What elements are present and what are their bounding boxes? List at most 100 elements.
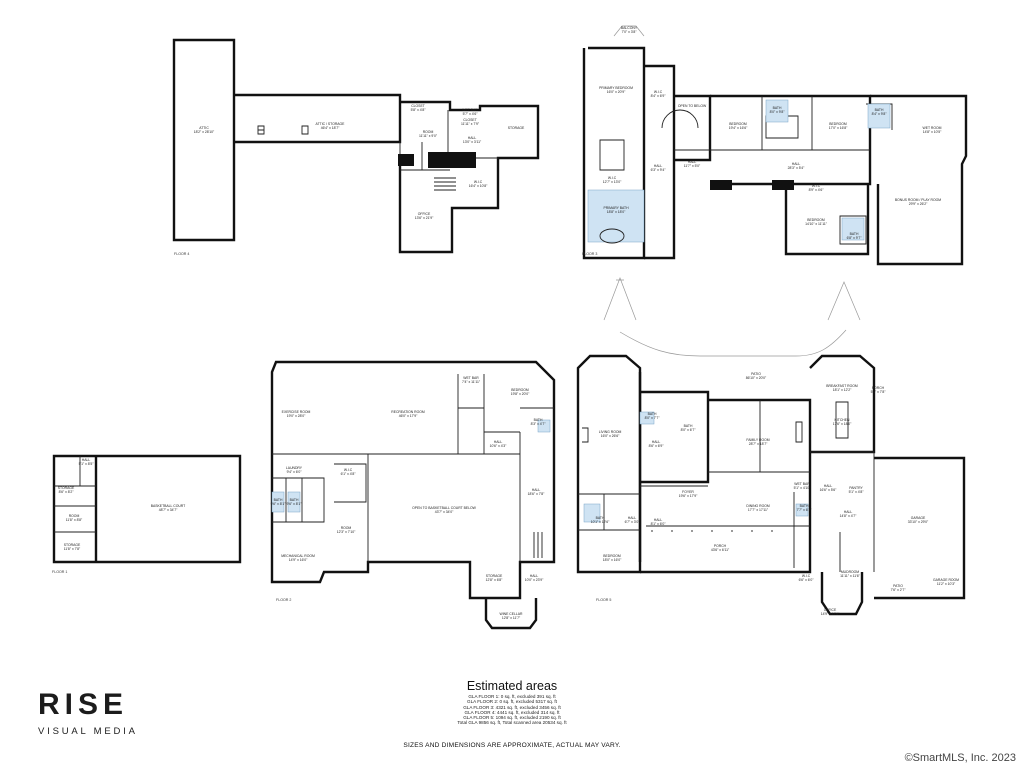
floor-label: FLOOR 1	[52, 570, 68, 574]
room-label: STORAGE	[507, 126, 525, 130]
logo-sub-text: VISUAL MEDIA	[38, 726, 138, 737]
room-label: OPEN TO BELOW	[677, 104, 707, 108]
floor-label: FLOOR 3	[582, 252, 598, 256]
floor-label: FLOOR 4	[174, 252, 190, 256]
disclaimer: SIZES AND DIMENSIONS ARE APPROXIMATE, AC…	[403, 742, 621, 749]
copyright: ©SmartMLS, Inc. 2023	[904, 752, 1016, 764]
logo-main-text: RISE	[38, 688, 129, 721]
area-line: GLA FLOOR 3: 4321 sq. ft, excluded 3456 …	[463, 704, 561, 710]
area-line: GLA FLOOR 5: 1094 sq. ft, excluded 2190 …	[463, 715, 561, 721]
area-line: Total GLA 9856 sq. ft, Total scanned are…	[457, 720, 567, 726]
estimated-areas-title: Estimated areas	[466, 679, 558, 693]
main-floor-walls	[576, 277, 966, 616]
floor-1-walls	[52, 454, 242, 564]
floor-label: FLOOR 5	[596, 598, 612, 602]
floor-label: FLOOR 2	[276, 598, 292, 602]
area-line: GLA FLOOR 2: 0 sq. ft, excluded 5317 sq.…	[467, 699, 557, 705]
floor-2-walls	[270, 360, 556, 630]
estimated-areas-list: GLA FLOOR 1: 0 sq. ft, excluded 391 sq. …	[412, 694, 612, 726]
area-line: GLA FLOOR 4: 4441 sq. ft, excluded 314 s…	[464, 709, 560, 715]
floor-3-walls	[582, 25, 968, 266]
rise-logo: RISE VISUAL MEDIA	[38, 688, 138, 738]
area-line: GLA FLOOR 1: 0 sq. ft, excluded 391 sq. …	[468, 694, 556, 699]
